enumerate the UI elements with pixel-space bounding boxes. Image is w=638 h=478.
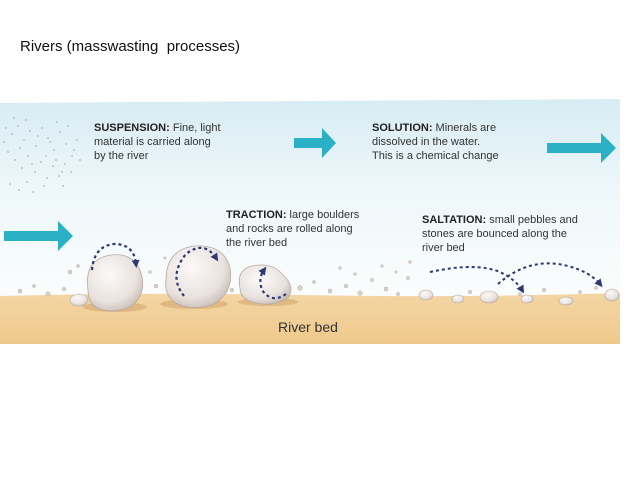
- flow-arrow-2: [547, 133, 616, 163]
- traction-label: TRACTION: large boulders and rocks are r…: [226, 208, 406, 250]
- slide-title: Rivers (masswasting processes): [20, 38, 241, 55]
- saltation-line2: stones are bounced along the: [422, 228, 567, 240]
- suspension-label: SUSPENSION: Fine, light material is carr…: [94, 121, 274, 163]
- boulder-1: [83, 254, 147, 312]
- solution-term: SOLUTION:: [372, 122, 433, 134]
- solution-label: SOLUTION: Minerals are dissolved in the …: [372, 121, 562, 163]
- boulder-3: [238, 264, 298, 306]
- saltation-label: SALTATION: small pebbles and stones are …: [422, 213, 622, 255]
- solution-line2: dissolved in the water.: [372, 136, 481, 148]
- traction-line3: the river bed: [226, 237, 288, 249]
- rotation-arrow-1: [90, 242, 140, 271]
- suspension-term: SUSPENSION:: [94, 122, 170, 134]
- water-panel: [0, 99, 620, 300]
- saltation-pebbles: [418, 288, 620, 306]
- traction-line2: and rocks are rolled along: [226, 223, 353, 235]
- river-bed: [0, 293, 620, 344]
- traction-line1: large boulders: [286, 209, 360, 221]
- rotation-arrow-3: [258, 266, 287, 300]
- saltation-term: SALTATION:: [422, 214, 487, 226]
- river-bed-label: River bed: [278, 319, 338, 335]
- saltation-line1: small pebbles and: [486, 214, 578, 226]
- solution-line1: Minerals are: [432, 122, 497, 134]
- suspension-line2: material is carried along: [94, 136, 211, 148]
- suspended-particles: [3, 117, 81, 193]
- rotation-arrow-2: [175, 246, 219, 297]
- bounce-arrow-2: [497, 262, 603, 288]
- solution-line3: This is a chemical change: [372, 150, 499, 162]
- flow-arrow-1: [294, 128, 336, 158]
- traction-term: TRACTION:: [226, 209, 287, 221]
- small-rock: [69, 293, 89, 307]
- suspension-line3: by the river: [94, 150, 149, 162]
- suspension-line1: Fine, light: [169, 122, 221, 134]
- saltation-line3: river bed: [422, 242, 465, 254]
- flow-arrow-3: [4, 221, 73, 251]
- bounce-arrow-1: [429, 266, 525, 294]
